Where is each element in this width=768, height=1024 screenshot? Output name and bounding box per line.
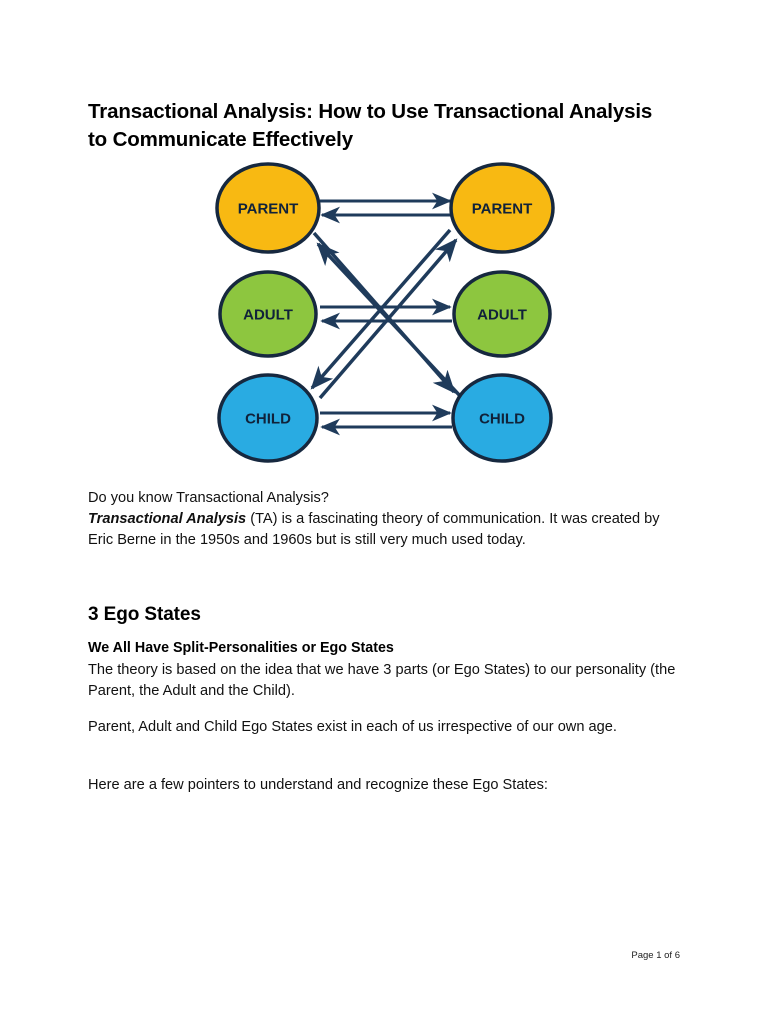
node-label-parent-left: PARENT [238, 201, 299, 218]
diagram-connections [310, 192, 464, 436]
node-label-child-left: CHILD [245, 411, 291, 428]
node-adult-right: ADULT [452, 270, 552, 358]
sub-heading-split-personalities: We All Have Split-Personalities or Ego S… [88, 640, 394, 657]
arrow-child-left-to-parent-right [318, 238, 458, 400]
intro-paragraph: Do you know Transactional Analysis? Tran… [88, 488, 680, 551]
paragraph-ego-states-exist: Parent, Adult and Child Ego States exist… [88, 718, 617, 735]
intro-emphasis: Transactional Analysis [88, 511, 247, 528]
intro-rest: (TA) is a fascinating theory of communic… [88, 511, 660, 549]
node-child-right: CHILD [451, 373, 553, 463]
page-footer: Page 1 of 6 [631, 950, 680, 961]
node-label-adult-left: ADULT [243, 307, 293, 324]
arrow-parent-right-to-child-left [310, 228, 452, 390]
node-adult-left: ADULT [218, 270, 318, 358]
node-label-parent-right: PARENT [472, 201, 533, 218]
node-label-adult-right: ADULT [477, 307, 527, 324]
paragraph-theory-basis: The theory is based on the idea that we … [88, 661, 676, 699]
section-heading-ego-states: 3 Ego States [88, 603, 201, 625]
ego-state-diagram: PARENT PARENT ADULT ADULT CHILD CHILD [200, 160, 580, 470]
intro-question: Do you know Transactional Analysis? [88, 490, 329, 506]
page-title: Transactional Analysis: How to Use Trans… [88, 99, 653, 152]
node-label-child-right: CHILD [479, 411, 525, 428]
node-parent-left: PARENT [215, 162, 321, 254]
paragraph-pointers-intro: Here are a few pointers to understand an… [88, 776, 548, 793]
arrow-child-right-to-parent-left [316, 242, 464, 400]
node-parent-right: PARENT [449, 162, 555, 254]
node-child-left: CHILD [217, 373, 319, 463]
